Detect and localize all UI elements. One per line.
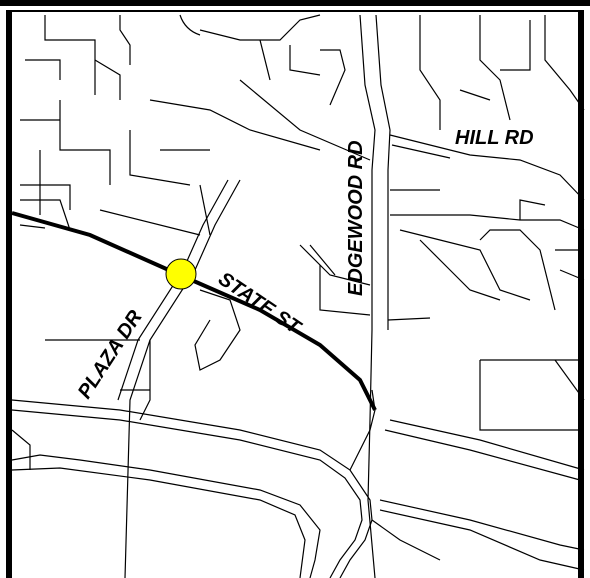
highway <box>11 389 441 578</box>
hill-rd-label: HILL RD <box>455 127 534 149</box>
edgewood-rd-label: EDGEWOOD RD <box>345 140 367 296</box>
minor-roads <box>19 14 585 578</box>
plaza-dr-label: PLAZA DR <box>74 306 147 403</box>
state-st-road <box>11 211 377 411</box>
location-marker <box>165 258 197 290</box>
state-st-label: STATE ST <box>214 268 305 340</box>
